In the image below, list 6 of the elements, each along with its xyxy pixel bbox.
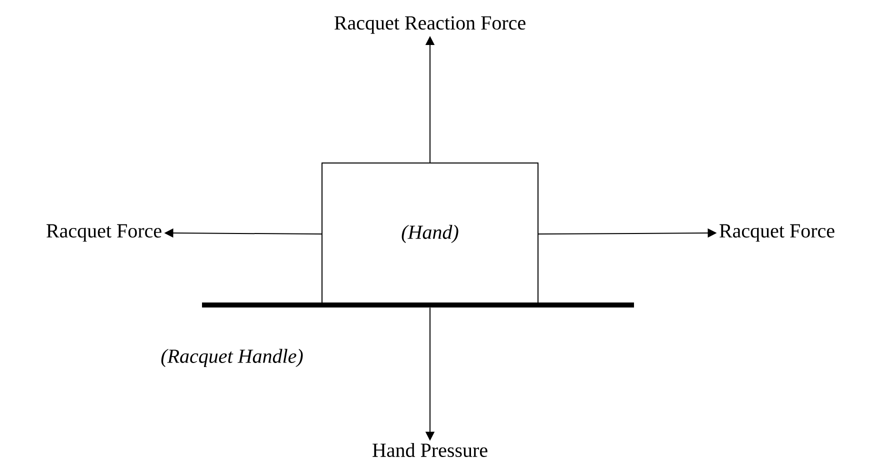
- force-label: Racquet Force: [46, 224, 162, 242]
- force-label: Hand Pressure: [372, 442, 488, 458]
- force-label: Racquet Reaction Force: [334, 16, 526, 34]
- handle-bar: [202, 302, 634, 308]
- part-label: (Racquet Handle): [161, 348, 303, 368]
- force-label: Racquet Force: [720, 224, 834, 242]
